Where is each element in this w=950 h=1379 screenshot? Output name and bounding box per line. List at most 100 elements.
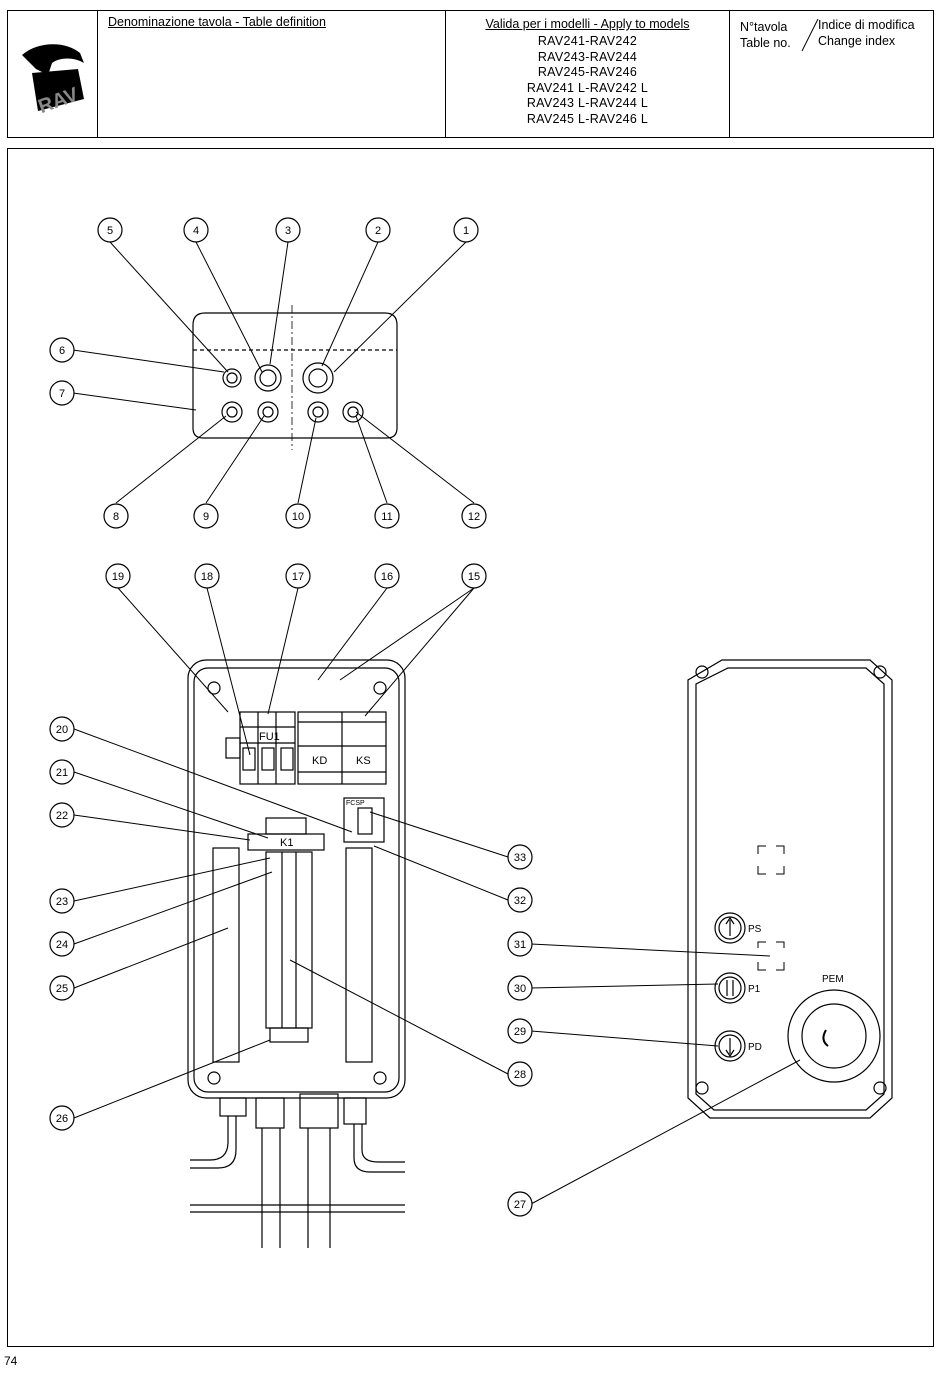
callout-26: 26: [49, 1105, 75, 1131]
component-labels: FU1 KD KS K1 FCSP PS P1 PD PEM: [259, 731, 844, 1053]
callout-21: 21: [49, 759, 75, 785]
logo-cell: RAV: [8, 11, 98, 137]
callout-7: 7: [49, 380, 75, 406]
callout-30: 30: [507, 975, 533, 1001]
callout-29: 29: [507, 1018, 533, 1044]
callout-number: 8: [113, 511, 119, 523]
model-item: RAV243 L-RAV244 L: [526, 96, 649, 111]
title-block: RAV Denominazione tavola - Table definit…: [7, 10, 934, 138]
model-item: RAV245 L-RAV246 L: [526, 111, 649, 126]
callout-number: 10: [292, 511, 304, 523]
callout-number: 11: [381, 511, 392, 523]
leader-lines: [72, 241, 801, 1205]
page-number: 74: [4, 1354, 18, 1368]
callout-27: 27: [507, 1191, 533, 1217]
rav-logo: RAV: [22, 44, 84, 118]
callout-number: 16: [381, 571, 393, 583]
model-item: RAV245-RAV246: [537, 65, 638, 80]
callout-number: 22: [56, 810, 68, 822]
callout-24: 24: [49, 931, 75, 957]
callout-number: 25: [56, 983, 68, 995]
callout-20: 20: [49, 716, 75, 742]
drawing-frame: [7, 148, 934, 1347]
electrical-panel: [187, 659, 406, 1248]
callout-4: 4: [183, 217, 209, 243]
valid-models-label: Valida per i modelli - Apply to models: [485, 17, 690, 31]
callout-31: 31: [507, 931, 533, 957]
callout-5: 5: [97, 217, 123, 243]
callout-number: 4: [193, 225, 199, 237]
label-pd: PD: [748, 1042, 762, 1053]
callout-number: 24: [56, 939, 68, 951]
callout-15: 15: [461, 563, 487, 589]
label-pem: PEM: [822, 974, 844, 985]
callout-12: 12: [461, 503, 487, 529]
callout-number: 15: [468, 571, 480, 583]
callout-28: 28: [507, 1061, 533, 1087]
callout-number: 7: [59, 388, 65, 400]
callout-number: 21: [56, 767, 68, 779]
callout-9: 9: [193, 503, 219, 529]
callout-17: 17: [285, 563, 311, 589]
callout-number: 28: [514, 1069, 526, 1081]
table-definition-label: Denominazione tavola - Table definition: [108, 15, 326, 29]
callout-number: 26: [56, 1113, 68, 1125]
models-cell: Valida per i modelli - Apply to models R…: [446, 11, 730, 137]
callout-3: 3: [275, 217, 301, 243]
callout-23: 23: [49, 888, 75, 914]
callout-2: 2: [365, 217, 391, 243]
callout-number: 1: [463, 225, 469, 237]
callout-number: 17: [292, 571, 304, 583]
callout-16: 16: [374, 563, 400, 589]
callout-number: 5: [107, 225, 113, 237]
callout-number: 32: [514, 895, 526, 907]
label-kd: KD: [312, 755, 327, 767]
callout-11: 11: [374, 503, 400, 529]
callout-10: 10: [285, 503, 311, 529]
callout-6: 6: [49, 337, 75, 363]
table-no-label-1: N°tavola: [740, 20, 788, 34]
label-ks: KS: [356, 755, 371, 767]
callout-number: 9: [203, 511, 209, 523]
callout-number: 31: [514, 939, 526, 951]
label-ps: PS: [748, 924, 762, 935]
callout-19: 19: [105, 563, 131, 589]
callout-number: 3: [285, 225, 291, 237]
callout-number: 18: [201, 571, 213, 583]
callout-8: 8: [103, 503, 129, 529]
callout-1: 1: [453, 217, 479, 243]
divider-slash: [801, 18, 819, 52]
change-index-label-1: Indice di modifica: [818, 18, 915, 32]
callout-number: 33: [514, 852, 526, 864]
callout-number: 19: [112, 571, 124, 583]
model-item: RAV243-RAV244: [537, 49, 638, 64]
label-p1: P1: [748, 984, 761, 995]
callout-number: 20: [56, 724, 68, 736]
junction-box: [192, 305, 398, 450]
callout-number: 2: [375, 225, 381, 237]
callout-22: 22: [49, 802, 75, 828]
model-item: RAV241-RAV242: [537, 34, 638, 48]
table-no-cell: N°tavola Table no. Indice di modifica Ch…: [730, 11, 933, 137]
callout-number: 23: [56, 896, 68, 908]
change-index-label-2: Change index: [818, 34, 896, 48]
table-definition-cell: Denominazione tavola - Table definition: [98, 11, 446, 137]
label-k1: K1: [280, 837, 293, 849]
callout-number: 27: [514, 1199, 526, 1211]
callout-25: 25: [49, 975, 75, 1001]
callout-32: 32: [507, 887, 533, 913]
table-no-label-2: Table no.: [740, 36, 791, 50]
callout-33: 33: [507, 844, 533, 870]
callout-number: 6: [59, 345, 65, 357]
callout-number: 12: [468, 511, 480, 523]
label-fcsp: FCSP: [346, 800, 365, 807]
model-item: RAV241 L-RAV242 L: [526, 80, 649, 95]
label-fu1: FU1: [259, 731, 280, 743]
callout-number: 30: [514, 983, 526, 995]
callout-number: 29: [514, 1026, 526, 1038]
callout-18: 18: [194, 563, 220, 589]
pendant-control: [687, 659, 893, 1119]
